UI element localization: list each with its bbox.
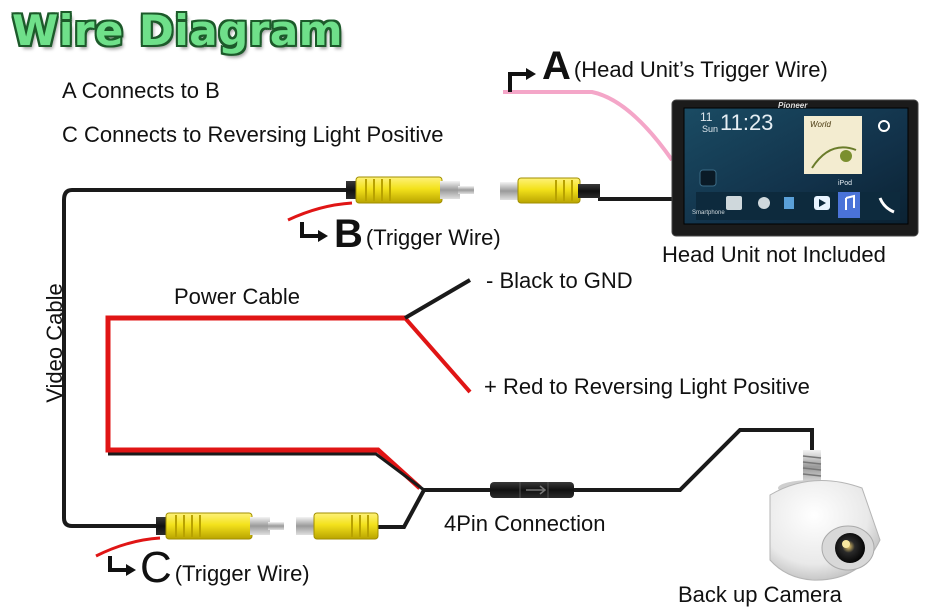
camera-lens bbox=[835, 533, 865, 563]
phone-icon bbox=[878, 197, 895, 214]
power-cable-label: Power Cable bbox=[174, 284, 300, 309]
head-unit bbox=[671, 99, 919, 237]
label-a: A (Head Unit’s Trigger Wire) bbox=[542, 46, 828, 86]
letter-a: A bbox=[542, 44, 571, 88]
black-ground-lead bbox=[403, 278, 472, 320]
disc-icon bbox=[758, 197, 770, 209]
merge-wire bbox=[378, 488, 492, 529]
arrow-a-icon bbox=[508, 72, 530, 92]
label-b: B (Trigger Wire) bbox=[334, 214, 501, 254]
arrow-b-icon bbox=[300, 222, 320, 238]
source-label: iPod bbox=[838, 180, 853, 187]
label-c: C (Trigger Wire) bbox=[140, 546, 310, 590]
label-c-text: (Trigger Wire) bbox=[174, 561, 310, 586]
page-title: Wire Diagram bbox=[12, 6, 344, 55]
red-power-wire bbox=[105, 315, 422, 490]
trigger-wire-b bbox=[287, 201, 353, 222]
date-label: 11 bbox=[700, 110, 713, 124]
black-gnd-label: - Black to GND bbox=[486, 268, 633, 293]
bluetooth-icon bbox=[784, 197, 794, 209]
label-b-text: (Trigger Wire) bbox=[365, 225, 501, 250]
video-cable-label: Video Cable bbox=[42, 283, 67, 403]
arrow-c-icon bbox=[108, 556, 128, 572]
red-positive-label: + Red to Reversing Light Positive bbox=[484, 374, 810, 399]
camera-label: Back up Camera bbox=[678, 582, 842, 607]
black-power-wire bbox=[108, 452, 425, 492]
radio-icon bbox=[726, 196, 742, 210]
camera-cable bbox=[572, 428, 814, 492]
four-pin-connector bbox=[490, 482, 574, 498]
four-pin-label: 4Pin Connection bbox=[444, 511, 606, 536]
label-a-text: (Head Unit’s Trigger Wire) bbox=[573, 57, 828, 82]
app-label: Smartphone bbox=[692, 210, 725, 216]
red-positive-lead bbox=[403, 316, 472, 394]
rca-male-top bbox=[346, 176, 474, 204]
note-a-to-b: A Connects to B bbox=[62, 78, 220, 103]
video-cable bbox=[62, 188, 348, 528]
letter-b: B bbox=[334, 212, 363, 256]
head-unit-label: Head Unit not Included bbox=[662, 242, 886, 267]
gear-icon bbox=[878, 120, 890, 132]
trigger-wire-a bbox=[503, 90, 674, 162]
backup-camera bbox=[769, 450, 881, 581]
brand-logo: Pioneer bbox=[778, 101, 808, 110]
clock-time: 11:23 bbox=[720, 110, 774, 135]
letter-c: C bbox=[140, 543, 172, 592]
head-unit-screen: Pioneer Sun 11 11:23 World iPod Smartpho… bbox=[686, 101, 906, 222]
rca-male-bottom bbox=[156, 512, 284, 540]
album-title: World bbox=[810, 120, 831, 129]
rca-female-top bbox=[500, 177, 600, 204]
note-c-to-reversing: C Connects to Reversing Light Positive bbox=[62, 122, 444, 147]
trigger-wire-c bbox=[95, 536, 161, 558]
day-label: Sun bbox=[702, 124, 719, 134]
rca-female-bottom bbox=[296, 512, 379, 540]
